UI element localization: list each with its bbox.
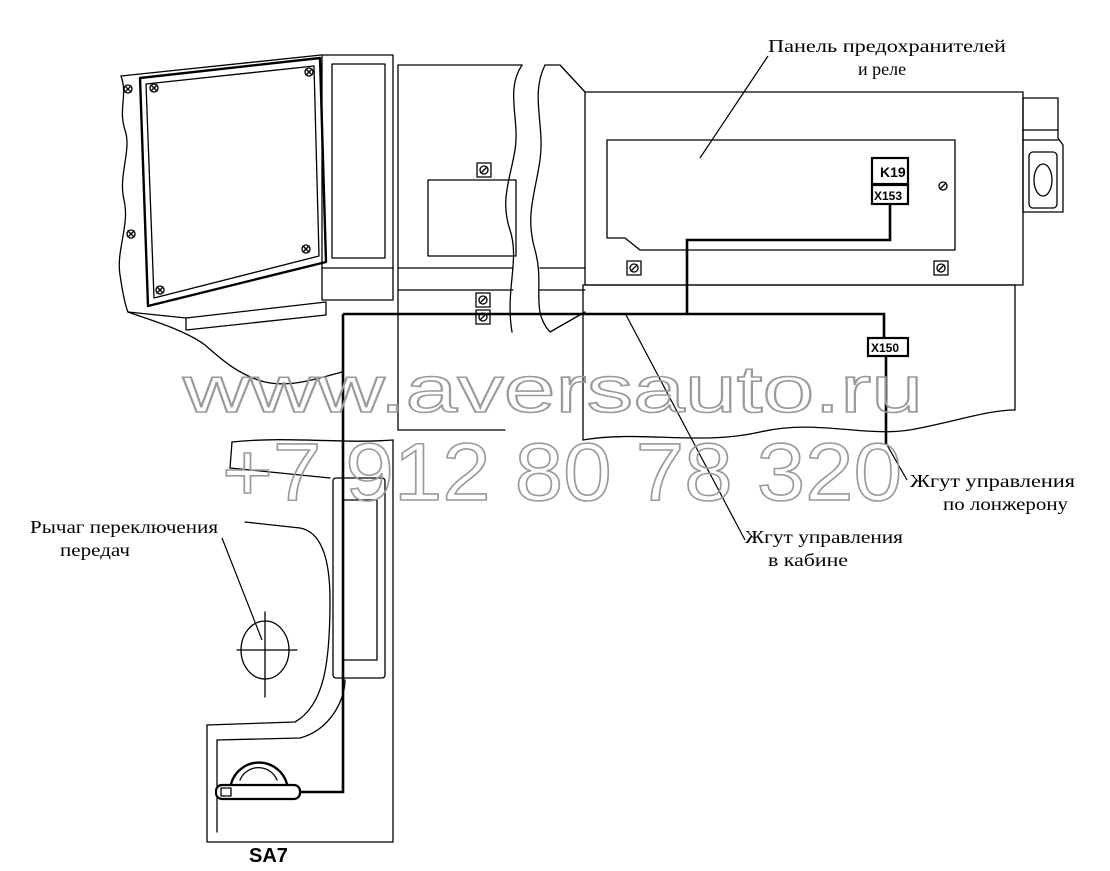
fuse-panel-label-line2: и реле <box>858 59 906 79</box>
center-column <box>321 54 394 301</box>
gear-lever-panel <box>206 439 394 843</box>
watermark-site: www.aversauto.ru <box>182 352 923 426</box>
cab-harness-label-line2: в кабине <box>768 550 848 570</box>
bracket-box <box>427 179 517 257</box>
relay-label: K19 <box>880 164 906 180</box>
gear-slot <box>332 477 386 679</box>
instrument-panel <box>118 54 343 385</box>
screw-icon <box>149 83 159 93</box>
watermark-phone: +7 912 80 78 320 <box>222 427 902 518</box>
screw-icon <box>476 162 492 178</box>
watermark: www.aversauto.ru +7 912 80 78 320 <box>181 351 924 519</box>
middle-section <box>397 64 586 431</box>
frame-break-line <box>582 409 1016 441</box>
fuse-board <box>606 139 956 251</box>
fuse-panel-label-line1: Панель предохранителей <box>768 36 1006 56</box>
screw-icon <box>304 67 314 77</box>
side-bracket <box>1022 97 1064 213</box>
screw-icon <box>301 244 311 254</box>
frame-section <box>582 284 1016 441</box>
break-line <box>530 64 586 333</box>
cab-harness-wire <box>343 204 892 338</box>
screw-icon <box>938 181 948 191</box>
switch-wire <box>300 314 345 794</box>
connector-x153: X153 <box>870 183 910 206</box>
screw-icon <box>126 229 136 239</box>
screw-icon <box>933 260 949 276</box>
cab-harness-leader <box>624 312 746 541</box>
screw-icon <box>475 292 491 308</box>
panel-break-line <box>118 75 129 313</box>
break-line <box>505 64 523 333</box>
frame-harness-callout: Жгут управления по лонжерону <box>910 471 1075 514</box>
fuse-relay-panel <box>584 91 1064 286</box>
cab-wall <box>584 91 1024 286</box>
panel-bottom-edge <box>127 311 187 319</box>
panel-lower-strip <box>185 301 327 331</box>
frame-harness-label-line2: по лонжерону <box>943 494 1068 514</box>
panel-lower-break-line <box>127 311 343 385</box>
gear-slot-inner <box>342 499 378 661</box>
gear-lever <box>236 611 298 698</box>
gear-lever-label-line1: Рычаг переключения <box>30 517 218 537</box>
column-inner <box>331 63 386 259</box>
cab-harness-callout: Жгут управления в кабине <box>745 527 903 570</box>
gear-lever-label-line2: передач <box>60 540 130 560</box>
panel-top-edge <box>120 54 322 77</box>
frame-harness-label-line1: Жгут управления <box>910 471 1075 491</box>
cab-harness-label-line1: Жгут управления <box>745 527 903 547</box>
screw-icon <box>123 84 133 94</box>
connector-x153-label: X153 <box>874 189 902 203</box>
switch-label: SA7 <box>249 845 288 867</box>
fuse-panel-leader <box>699 55 769 159</box>
screw-icon <box>155 285 165 295</box>
panel-screen-frame <box>138 56 328 308</box>
gear-lever-leader <box>221 537 263 641</box>
gear-lever-callout: Рычаг переключения передач <box>30 517 218 560</box>
screw-icon <box>475 309 491 325</box>
relay-k19: K19 <box>870 156 910 186</box>
panel-screen <box>145 65 320 299</box>
screw-icon <box>626 260 642 276</box>
switch-sa7: SA7 <box>214 761 302 867</box>
column-outer <box>321 54 394 301</box>
connector-x150-label: X150 <box>871 341 899 355</box>
frame-harness-leader <box>886 444 908 481</box>
connector-x150: X150 <box>866 336 910 358</box>
fuse-panel-callout: Панель предохранителей и реле <box>768 36 1006 79</box>
